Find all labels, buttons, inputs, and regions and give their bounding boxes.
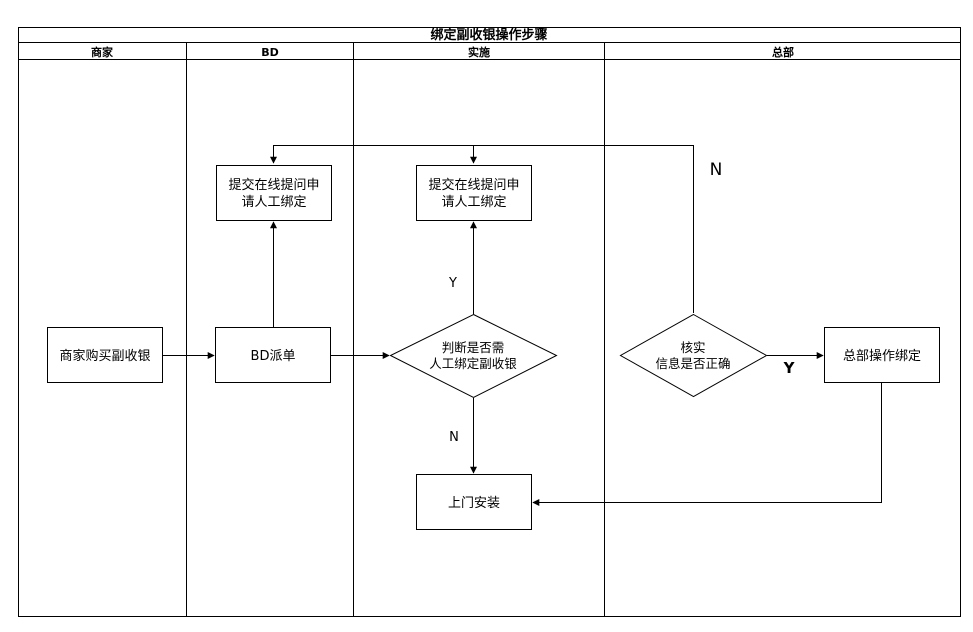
lane-header-bd: BD — [261, 46, 279, 59]
node-onsite-install — [416, 474, 532, 530]
node-merchant-buy-label: 商家购买副收银 — [59, 348, 150, 364]
node-judge-decision — [389, 313, 558, 399]
lane-header-merchant: 商家 — [91, 45, 114, 59]
lane-header-implementation: 实施 — [468, 45, 490, 59]
edge-label-judge-yes: Y — [448, 276, 457, 291]
node-bd-submit-line2: 请人工绑定 — [241, 195, 306, 210]
node-judge-line1: 判断是否需 — [442, 340, 505, 355]
edge-label-judge-no: N — [449, 430, 459, 445]
edge-label-verify-no: N — [710, 160, 723, 180]
edge-label-verify-yes: Y — [783, 359, 796, 377]
node-verify-decision — [619, 313, 768, 398]
lane-header-headquarters: 总部 — [772, 45, 794, 59]
node-merchant-buy — [47, 327, 163, 383]
node-hq-bind — [824, 327, 940, 383]
node-impl-submit-line2: 请人工绑定 — [441, 195, 506, 210]
node-bd-dispatch-label: BD派单 — [251, 349, 296, 364]
node-bd-submit — [216, 165, 332, 221]
node-verify-line2: 信息是否正确 — [655, 356, 730, 371]
edge-hq-to-install — [532, 383, 882, 506]
node-hq-bind-label: 总部操作绑定 — [843, 348, 921, 364]
node-bd-dispatch — [215, 327, 331, 383]
node-judge-line2: 人工绑定副收银 — [429, 356, 517, 371]
node-verify-line1: 核实 — [680, 340, 705, 355]
node-impl-submit — [416, 165, 532, 221]
edge-verify-no-loop — [270, 145, 694, 313]
node-impl-submit-line1: 提交在线提问申 — [428, 177, 519, 193]
node-bd-submit-line1: 提交在线提问申 — [228, 177, 319, 193]
node-onsite-install-label: 上门安装 — [448, 496, 500, 511]
diagram-title: 绑定副收银操作步骤 — [430, 27, 547, 43]
